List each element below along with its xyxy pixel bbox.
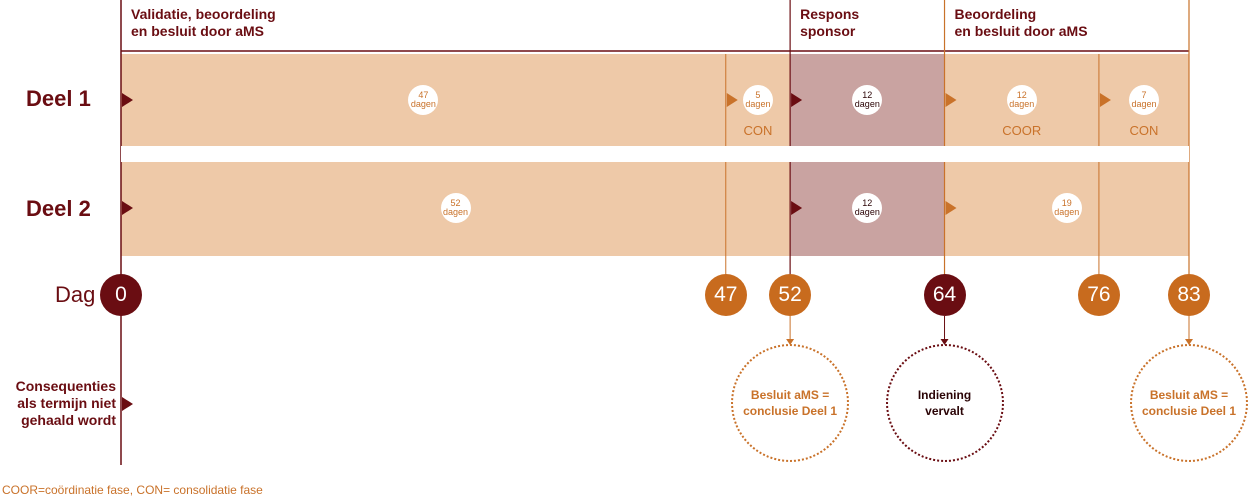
segment-start-arrow [726,93,738,107]
phase-code-label: CON [1129,123,1159,138]
day-axis-label: Dag [55,282,96,307]
phase-header-2: Respons sponsor [800,6,860,39]
day-marker-76: 76 [1077,274,1120,316]
consequence-label: Consequenties als termijn niet gehaald w… [15,378,116,428]
duration-badge: 12 dagen [852,85,883,115]
day-marker-64: 64 [923,274,966,316]
duration-badge: 12 dagen [852,193,883,223]
day-marker-52: 52 [769,274,812,316]
day-marker-47: 47 [704,274,747,316]
consequence-arrow [122,397,133,411]
duration-badge: 7 dagen [1128,85,1159,115]
segment-start-arrow [122,93,133,107]
segment-start-arrow [122,201,133,215]
outcome-circle-2: Indiening vervalt [885,344,1004,462]
segment-start-arrow [791,93,803,107]
duration-badge: 12 dagen [1006,85,1037,115]
duration-badge: 19 dagen [1051,193,1082,223]
row-label-2: Deel 2 [26,196,91,221]
row-separator [121,146,1189,162]
segment-start-arrow [945,93,957,107]
outcome-arrowhead [1185,339,1193,345]
outcome-circle-1: Besluit aMS = conclusie Deel 1 [731,344,850,462]
duration-badge: 52 dagen [440,193,471,223]
segment-start-arrow [1099,93,1111,107]
row-label-1: Deel 1 [26,86,91,111]
segment-start-arrow [945,201,957,215]
phase-code-label: CON [743,123,773,138]
duration-badge: 5 dagen [742,85,773,115]
phase-code-label: COOR [1002,123,1042,138]
outcome-arrowhead [940,339,949,345]
day-marker-0: 0 [100,274,142,316]
duration-badge: 47 dagen [408,85,439,115]
phase-header-1: Validatie, beoordeling en besluit door a… [131,6,276,39]
outcome-arrowhead [786,339,795,345]
day-marker-83: 83 [1168,274,1210,316]
phase-header-3: Beoordeling en besluit door aMS [954,6,1088,39]
footnote: COOR=coördinatie fase, CON= consolidatie… [2,483,263,497]
segment-start-arrow [791,201,803,215]
outcome-circle-3: Besluit aMS = conclusie Deel 1 [1130,344,1248,462]
